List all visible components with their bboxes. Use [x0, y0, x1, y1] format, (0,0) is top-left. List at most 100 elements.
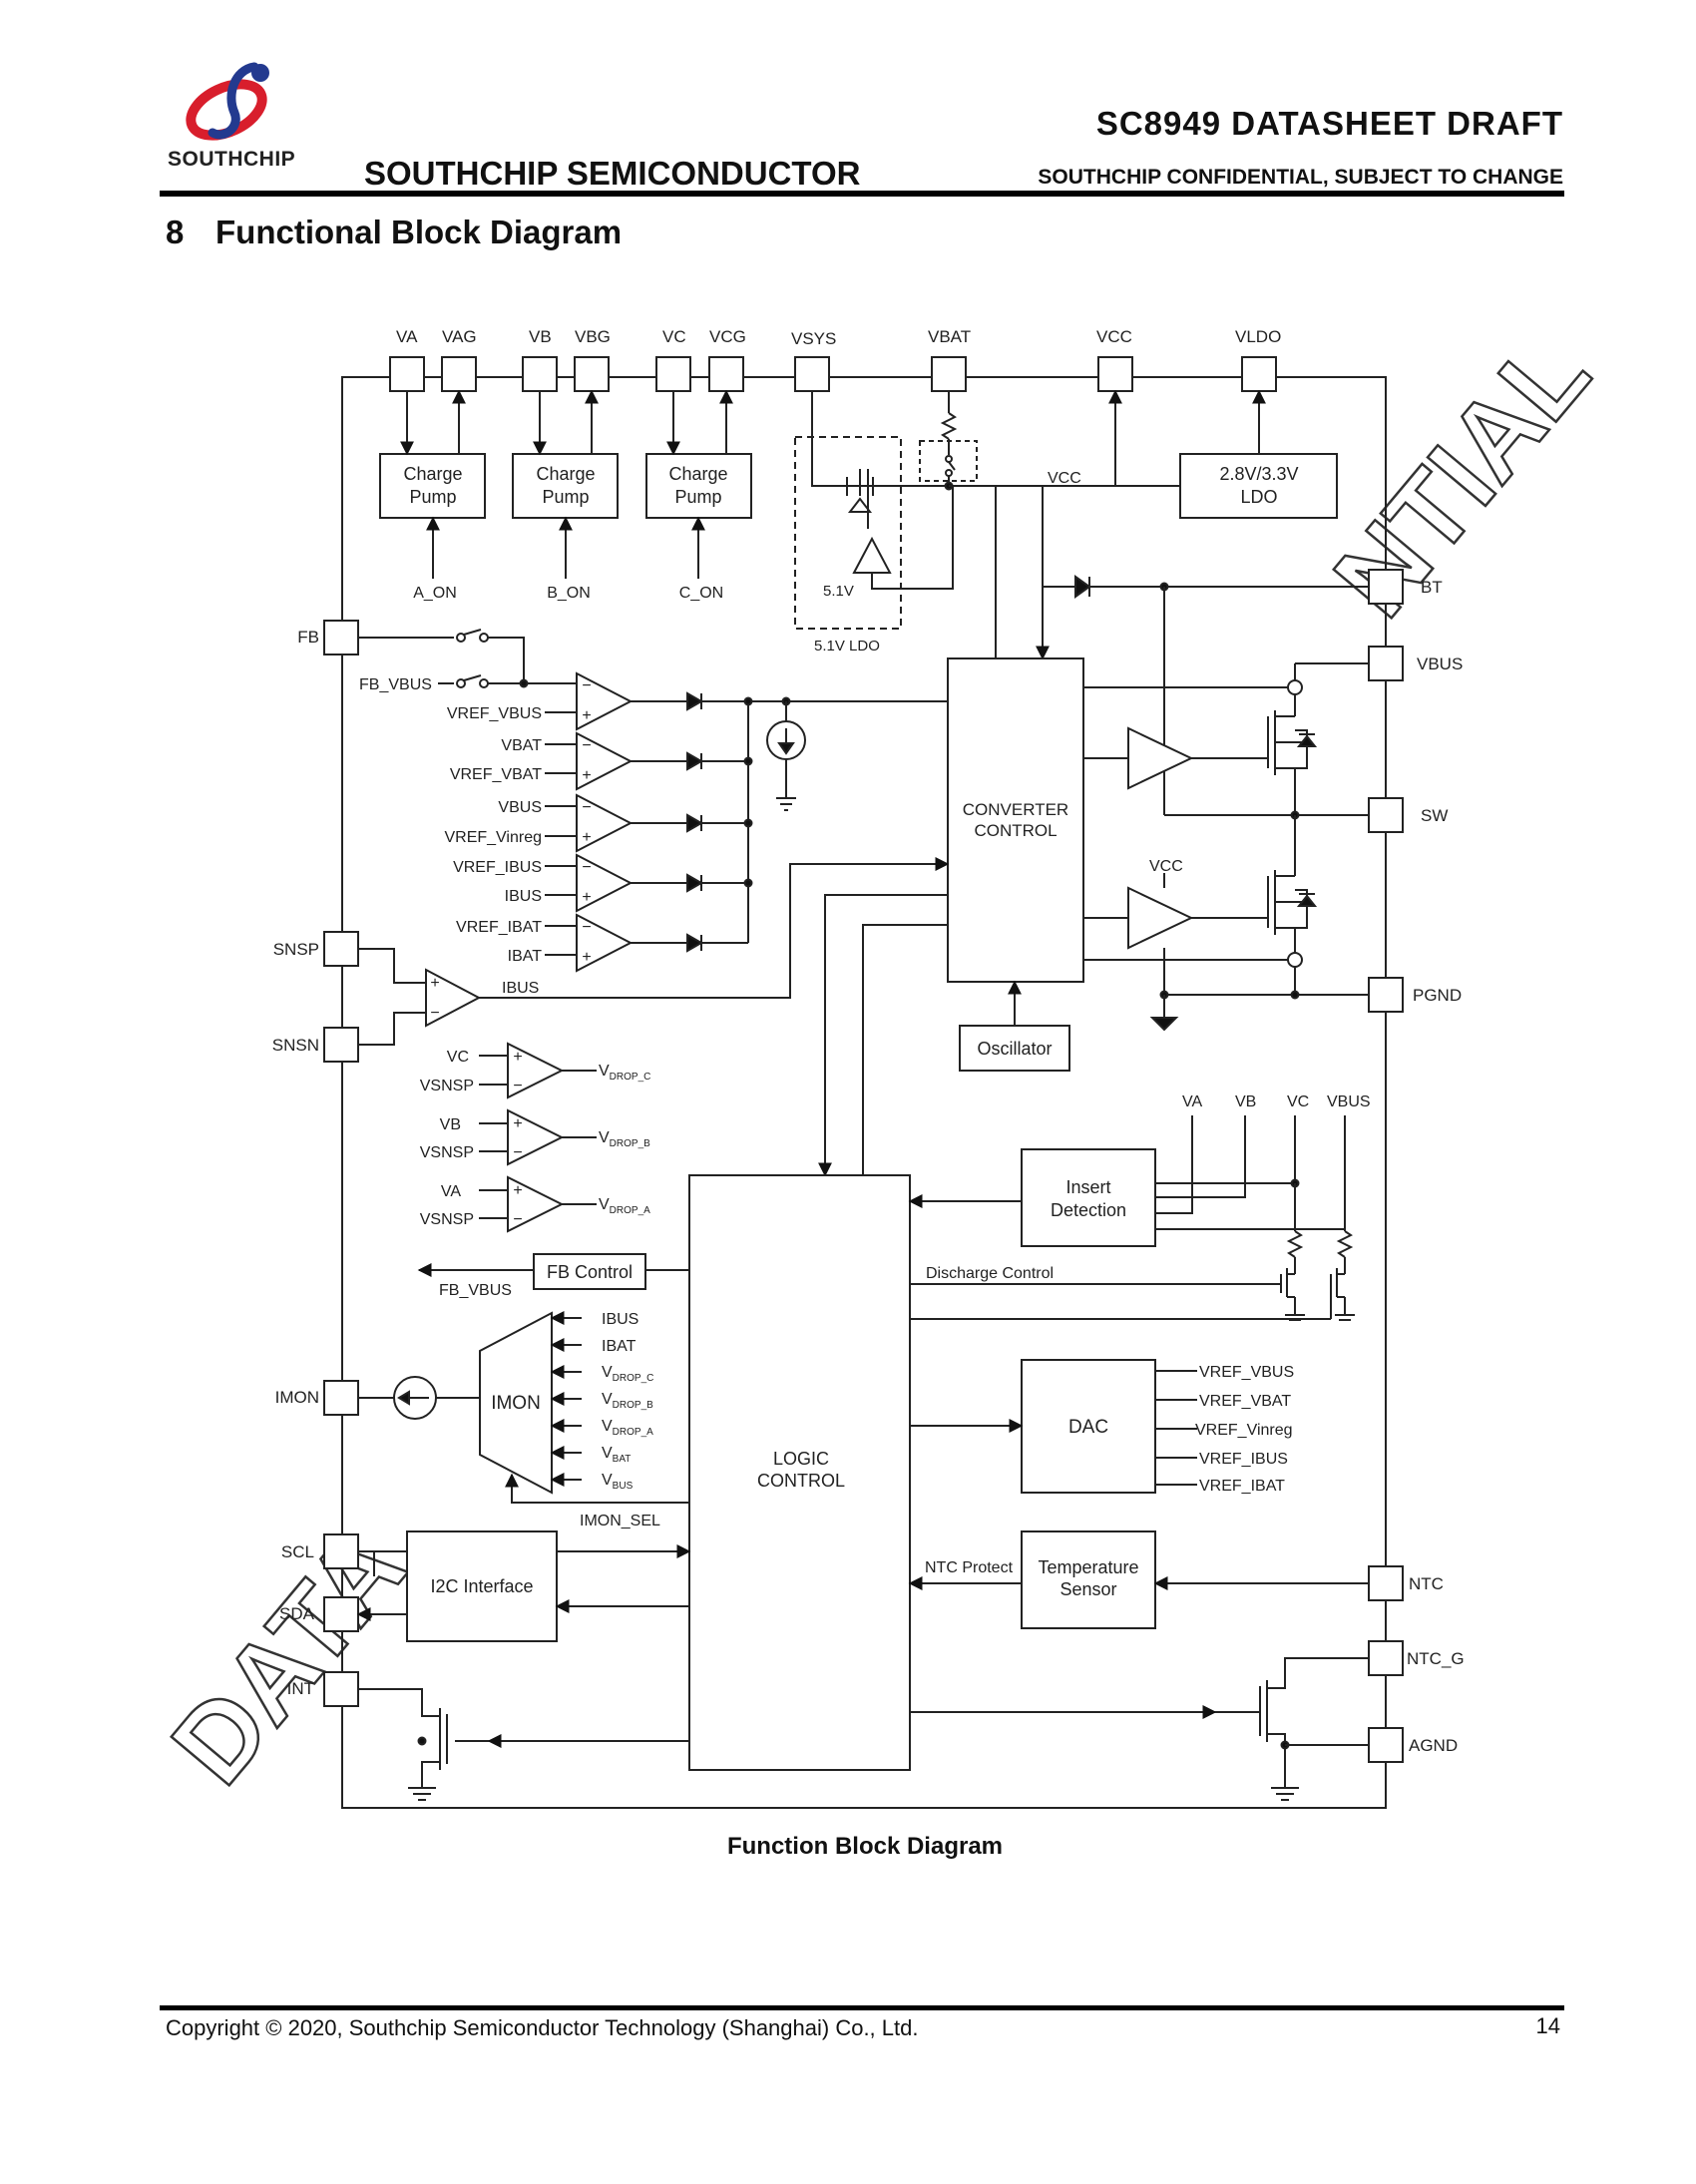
pin-label-vag: VAG: [442, 327, 477, 346]
pin-sda: [323, 1596, 359, 1632]
cp-a-line2: Pump: [409, 487, 456, 507]
svg-text:+: +: [513, 1115, 522, 1132]
svg-text:−: −: [513, 1078, 522, 1094]
pin-label-vcg: VCG: [709, 327, 746, 346]
vcc-ldo: 2.8V/3.3V LDO VCC: [949, 389, 1338, 660]
logic-line1: LOGIC: [773, 1449, 829, 1469]
cp-a-line1: Charge: [403, 464, 462, 484]
section-number: 8: [166, 214, 185, 250]
label-vbat: VBAT: [501, 737, 542, 754]
svg-text:VDROP_C: VDROP_C: [602, 1364, 653, 1384]
pin-label-vcc: VCC: [1096, 327, 1132, 346]
label-5v1-ldo: 5.1V LDO: [814, 638, 880, 655]
svg-text:+: +: [582, 949, 591, 966]
label-5v1: 5.1V: [823, 583, 854, 600]
label-vb: VB: [440, 1116, 461, 1133]
pin-vbus: [1368, 646, 1404, 681]
temperature-sensor-block: [1021, 1530, 1156, 1629]
vdrop-a-v: V: [599, 1196, 610, 1213]
charge-pump-c: [645, 453, 752, 519]
pin-label-vc: VC: [662, 327, 686, 346]
label-a-on: A_ON: [413, 585, 457, 602]
right-pins: BT VBUS SW PGND NTC NTC_G AGND: [1368, 569, 1465, 1763]
svg-text:VDROP_B: VDROP_B: [599, 1129, 650, 1149]
ldo-line2: LDO: [1240, 487, 1277, 507]
vdrop-b-sub: DROP_B: [610, 1138, 650, 1149]
label-vbus: VBUS: [498, 799, 542, 816]
imon-in-vdrop-c-sub: DROP_C: [613, 1373, 654, 1384]
label-discharge: Discharge Control: [926, 1265, 1054, 1282]
oscillator-block: [959, 1025, 1070, 1072]
loop-comparators: FB_VBUS −+ −+ −+ −+ −+ VR: [358, 629, 950, 1177]
figure-caption: Function Block Diagram: [726, 1833, 1004, 1860]
svg-text:VDROP_A: VDROP_A: [602, 1418, 653, 1438]
pin-label-vldo: VLDO: [1235, 327, 1281, 346]
pin-vbat: [931, 356, 967, 392]
vdrop-c-v: V: [599, 1063, 610, 1080]
pin-label-va: VA: [396, 327, 418, 346]
pin-snsp: [323, 931, 359, 967]
pin-pgnd: [1368, 977, 1404, 1013]
label-vsnsp-c: VSNSP: [420, 1078, 474, 1094]
label-b-on: B_ON: [547, 585, 591, 602]
insert-label-va: VA: [1182, 1093, 1202, 1110]
label-vref-vbus: VREF_VBUS: [447, 705, 542, 722]
label-ibat: IBAT: [508, 948, 543, 965]
pin-vbg: [574, 356, 610, 392]
pin-label-agnd: AGND: [1409, 1736, 1458, 1755]
vdrop-a-sub: DROP_A: [610, 1205, 650, 1216]
power-stage: VCC: [1043, 575, 1369, 1032]
pin-vldo: [1241, 356, 1277, 392]
pin-label-vbat: VBAT: [928, 327, 971, 346]
label-vcc-internal: VCC: [1048, 470, 1081, 487]
dac-label-vref-ibat: VREF_IBAT: [1199, 1478, 1285, 1495]
i2c-interface-block: [406, 1530, 558, 1642]
label-vref-vbat: VREF_VBAT: [450, 766, 542, 783]
logo-text: SOUTHCHIP: [168, 148, 296, 171]
pin-label-snsn: SNSN: [272, 1036, 319, 1055]
pin-ntc: [1368, 1565, 1404, 1601]
document-title: SC8949 DATASHEET DRAFT: [1095, 105, 1563, 142]
int-driver: [358, 1688, 689, 1801]
svg-text:+: +: [582, 767, 591, 784]
fb-control-label: FB Control: [547, 1262, 633, 1282]
imon-in-ibus: IBUS: [602, 1311, 638, 1328]
label-va: VA: [441, 1183, 461, 1200]
imon-mux: IMON IBUS IBAT VDROP_C VDROP_B VDROP_A V…: [358, 1311, 689, 1529]
pin-label-ntc-g: NTC_G: [1407, 1649, 1465, 1668]
converter-line2: CONTROL: [974, 821, 1057, 840]
label-vref-ibat: VREF_IBAT: [456, 919, 542, 936]
confidential-notice: SOUTHCHIP CONFIDENTIAL, SUBJECT TO CHANG…: [1038, 166, 1563, 189]
imon-in-vbus-sub: BUS: [613, 1481, 634, 1492]
svg-text:VDROP_B: VDROP_B: [602, 1391, 653, 1411]
cp-c-line1: Charge: [668, 464, 727, 484]
cp-b-line2: Pump: [542, 487, 589, 507]
top-pins: VA VAG VB VBG VC VCG VSYS VBAT VCC VLDO: [389, 327, 1281, 392]
pin-label-sda: SDA: [279, 1604, 315, 1623]
imon-in-vdrop-b-sub: DROP_B: [613, 1400, 653, 1411]
charge-pumps: Charge Pump Charge Pump Charge Pump A_ON…: [379, 389, 752, 602]
pin-label-pgnd: PGND: [1413, 986, 1462, 1005]
converter-control-block: [947, 657, 1084, 983]
imon-in-vdrop-c-v: V: [602, 1364, 613, 1381]
cp-c-line2: Pump: [674, 487, 721, 507]
page-number: 14: [1535, 2013, 1560, 2038]
imon-in-vbat-v: V: [602, 1445, 613, 1462]
svg-text:−: −: [582, 737, 591, 754]
pin-label-vbus: VBUS: [1417, 655, 1463, 673]
company-name: SOUTHCHIP SEMICONDUCTOR: [364, 155, 861, 192]
svg-text:VDROP_A: VDROP_A: [599, 1196, 650, 1216]
pin-int: [323, 1671, 359, 1707]
insert-label-vbus: VBUS: [1327, 1093, 1371, 1110]
label-vref-ibus: VREF_IBUS: [453, 859, 542, 876]
converter-line1: CONVERTER: [963, 800, 1068, 819]
imon-in-vdrop-a-sub: DROP_A: [613, 1427, 653, 1438]
insert-line2: Detection: [1051, 1200, 1126, 1220]
ldo-line1: 2.8V/3.3V: [1219, 464, 1298, 484]
svg-text:+: +: [582, 829, 591, 846]
charge-pump-b: [512, 453, 619, 519]
svg-text:−: −: [513, 1211, 522, 1228]
label-c-on: C_ON: [679, 585, 723, 602]
